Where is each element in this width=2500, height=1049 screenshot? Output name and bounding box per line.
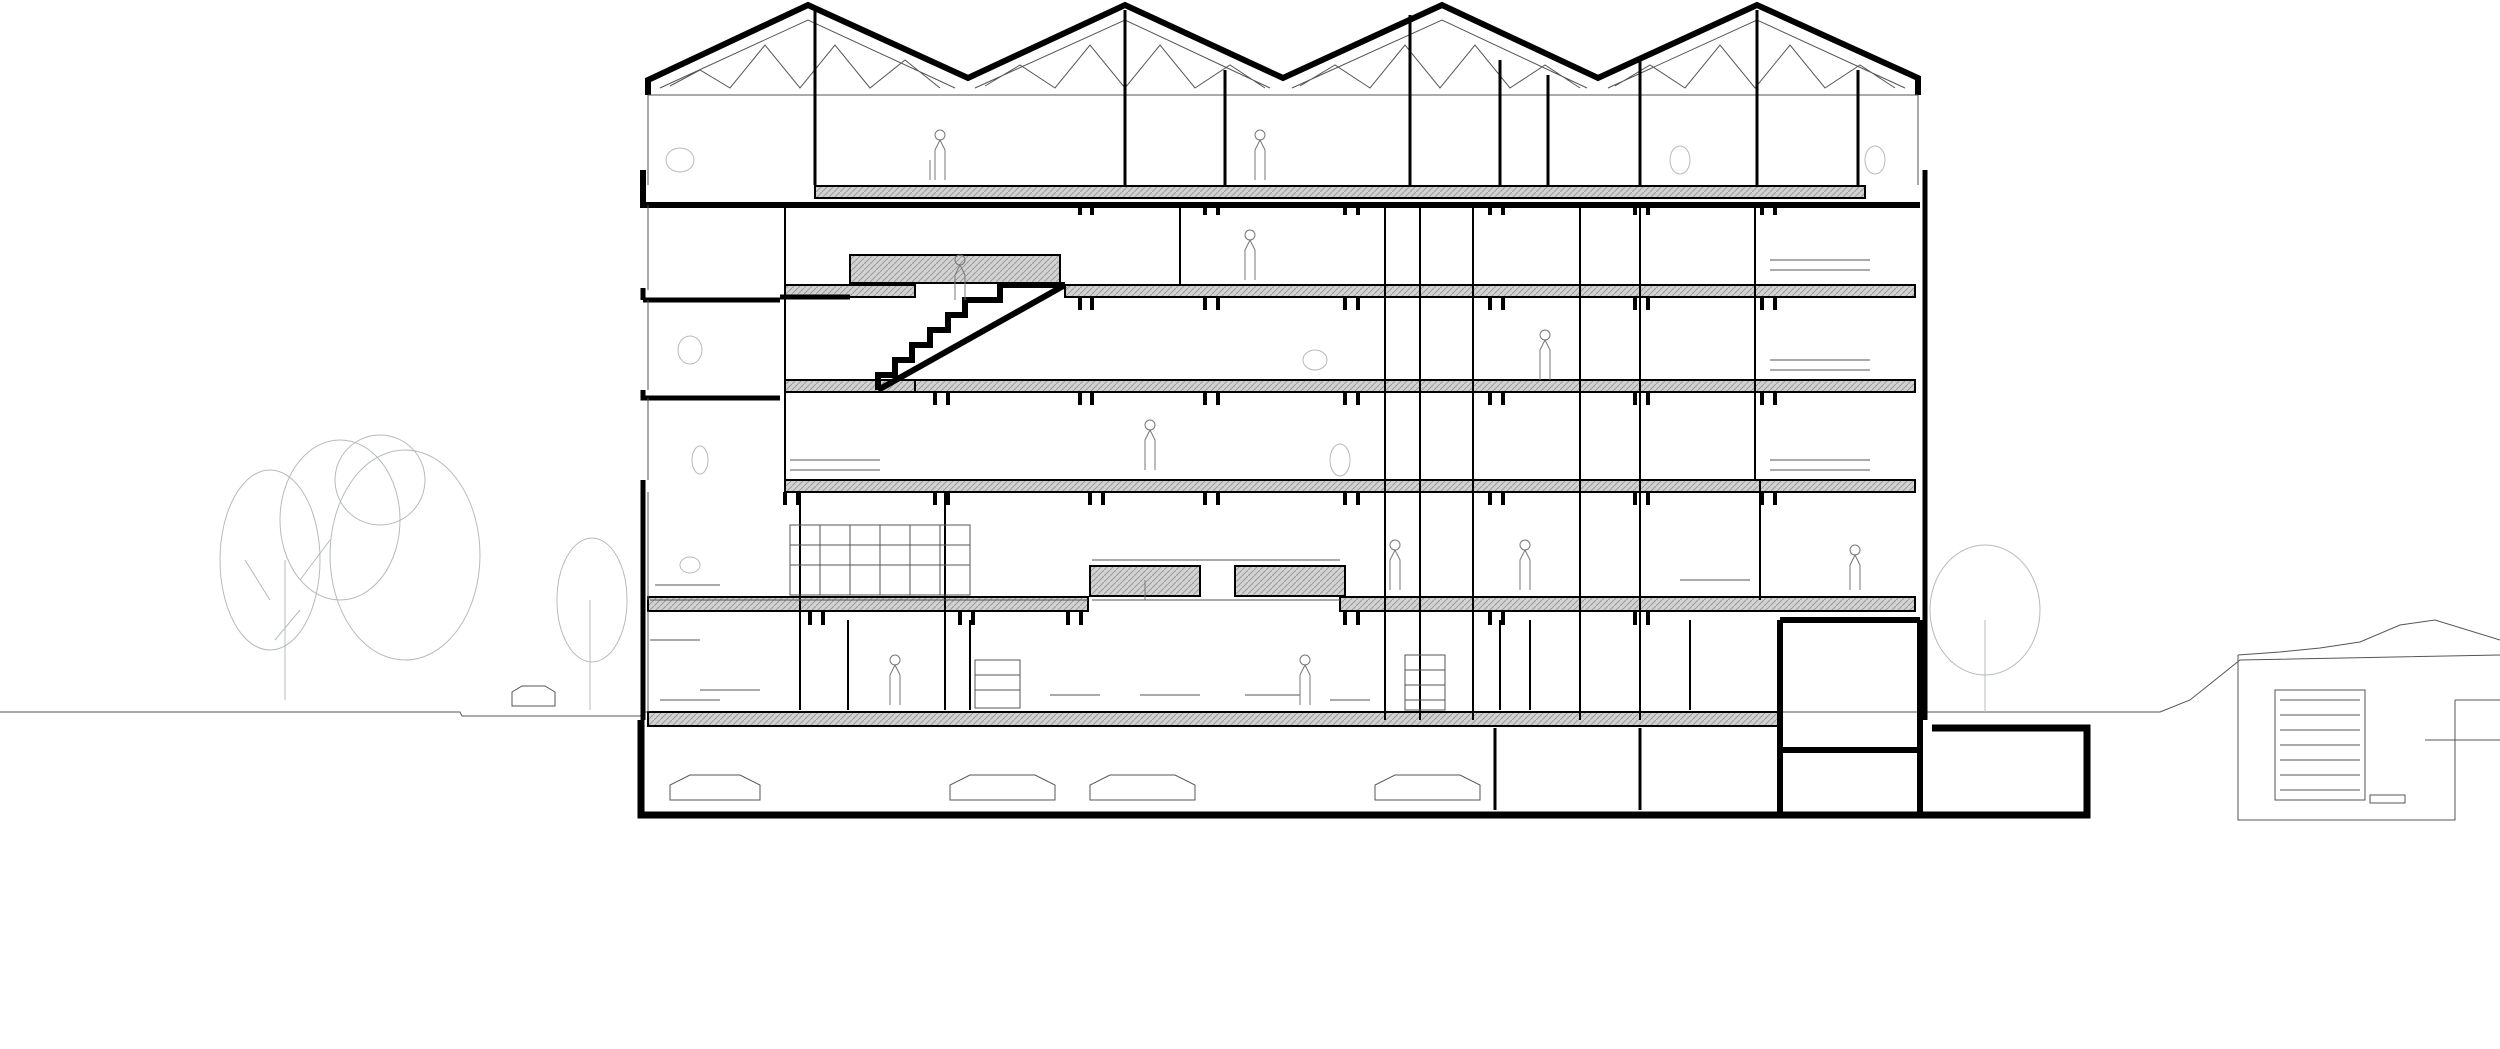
balcony-plants [665, 145, 1886, 574]
tree-left-large [219, 434, 481, 700]
interior-columns [783, 205, 1777, 720]
neighbour-building [2237, 619, 2500, 821]
sawtooth-roof [645, 1, 1921, 96]
floor-slabs [640, 170, 1928, 720]
staircase [875, 282, 1067, 393]
ground-line [0, 654, 2500, 717]
people-figures [889, 129, 1861, 705]
tree-left-small [556, 537, 628, 710]
furniture [655, 259, 1870, 711]
facade [647, 95, 1919, 712]
car-left [511, 685, 556, 707]
tree-right [1929, 544, 2041, 712]
roof-columns [813, 10, 1860, 185]
basement [637, 617, 2091, 819]
